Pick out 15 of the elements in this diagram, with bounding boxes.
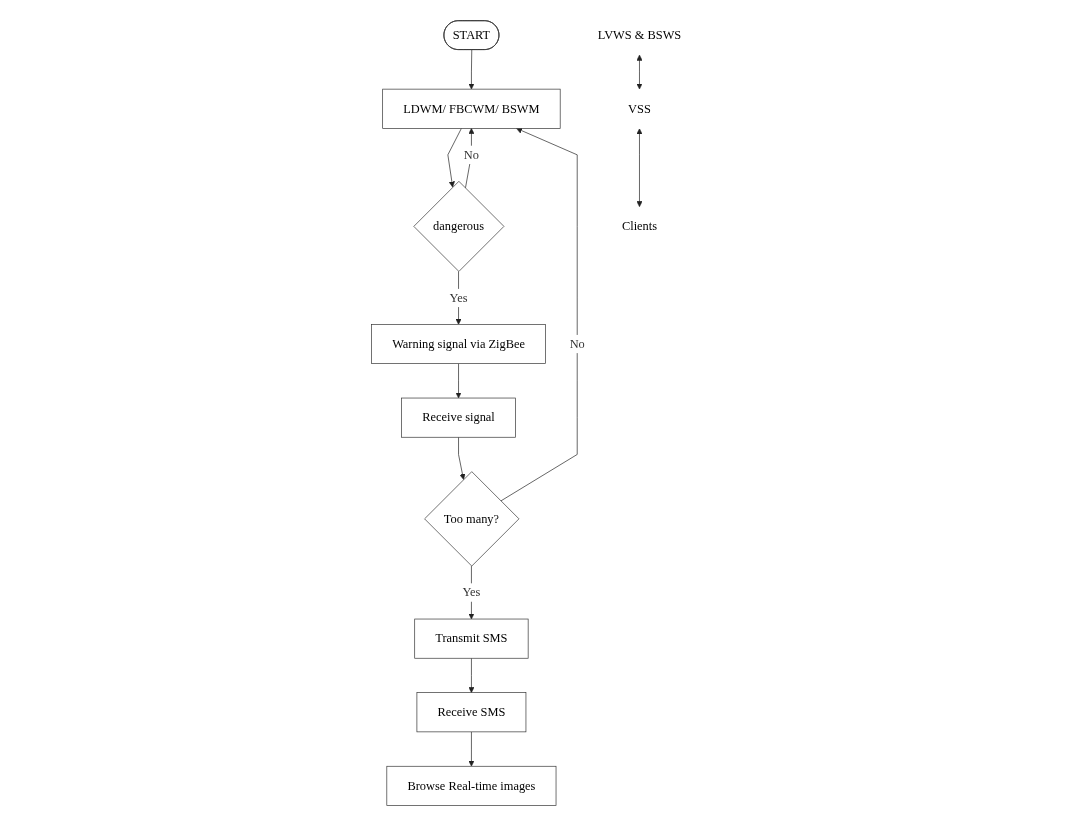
node-box: LDWM/ FBCWM/ BSWM xyxy=(382,88,561,129)
node-text: LVWS & BSWS xyxy=(597,27,682,42)
node-box: Receive signal xyxy=(401,397,516,438)
edge-label: No xyxy=(463,147,479,162)
node-box: Browse Real-time images xyxy=(386,765,557,806)
node-text: VSS xyxy=(627,101,651,116)
node-text: Clients xyxy=(621,219,657,233)
edge-label: No xyxy=(569,336,585,351)
node-box: Warning signal via ZigBee xyxy=(370,324,546,364)
edge-label: Yes xyxy=(449,290,468,305)
node-box: Transmit SMS xyxy=(414,618,529,659)
edge-label: Yes xyxy=(462,585,481,600)
node-diamond: dangerous xyxy=(413,181,505,272)
node-box: Receive SMS xyxy=(416,692,527,733)
node-diamond: Too many? xyxy=(424,471,520,567)
